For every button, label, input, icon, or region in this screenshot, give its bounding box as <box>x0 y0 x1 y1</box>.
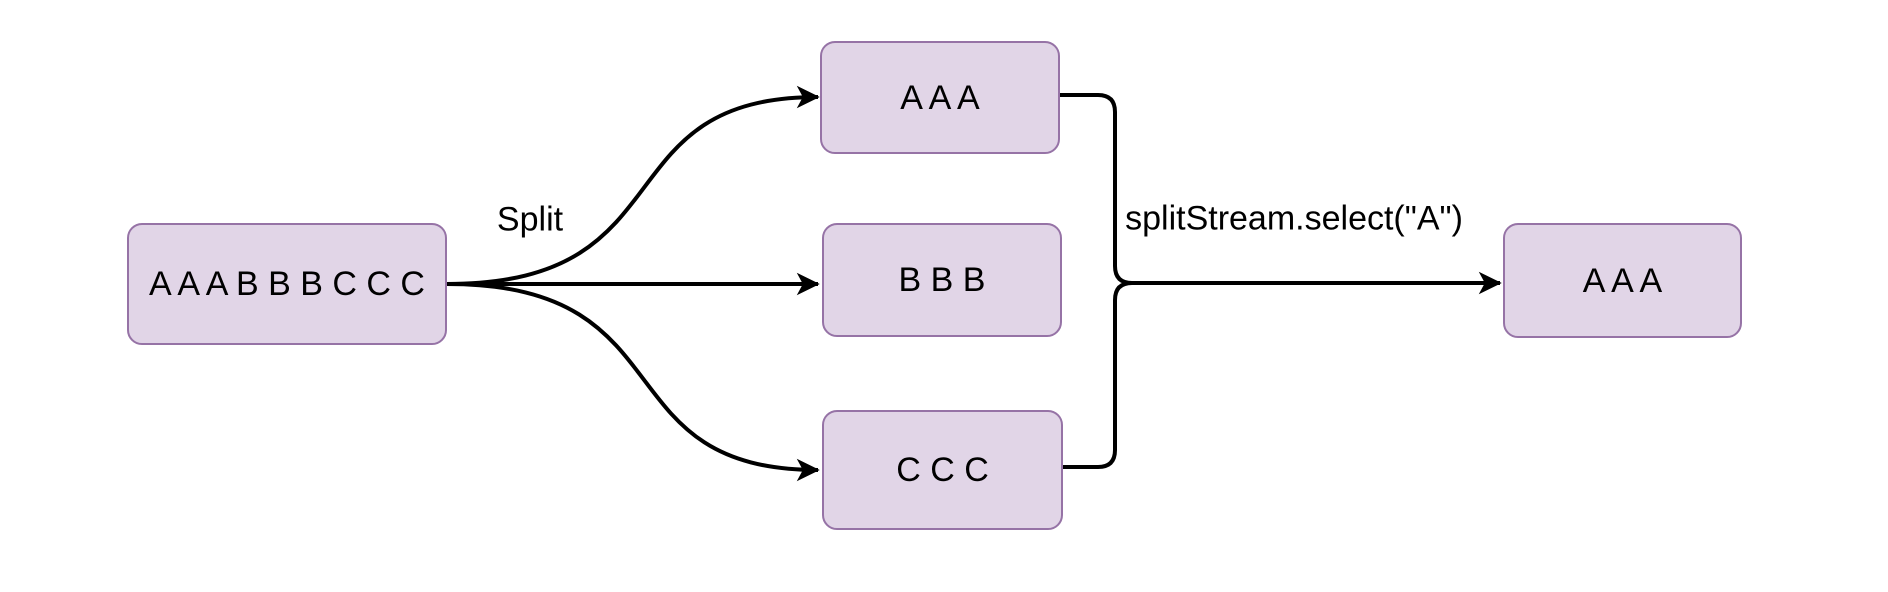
edge-c-to-merge <box>1062 281 1133 469</box>
edge-source-to-a <box>446 85 820 286</box>
node-split-stream-c-label: C C C <box>896 451 989 489</box>
edge-a-to-result <box>1058 93 1502 295</box>
edge-label-select: splitStream.select("A") <box>1125 199 1463 238</box>
node-source-stream-label: A A A B B B C C C <box>149 265 425 303</box>
node-selected-stream-a-label: A A A <box>1582 261 1663 300</box>
node-split-stream-a-label: A A A <box>900 78 980 117</box>
node-selected-stream-a: A A A <box>1503 223 1742 338</box>
node-split-stream-b-label: B B B <box>898 261 986 299</box>
node-split-stream-a: A A A <box>820 41 1060 154</box>
edge-source-to-c <box>446 282 820 482</box>
node-split-stream-c: C C C <box>822 410 1063 530</box>
edge-label-split: Split <box>496 200 564 239</box>
node-split-stream-b: B B B <box>822 223 1062 337</box>
node-source-stream: A A A B B B C C C <box>127 223 447 345</box>
